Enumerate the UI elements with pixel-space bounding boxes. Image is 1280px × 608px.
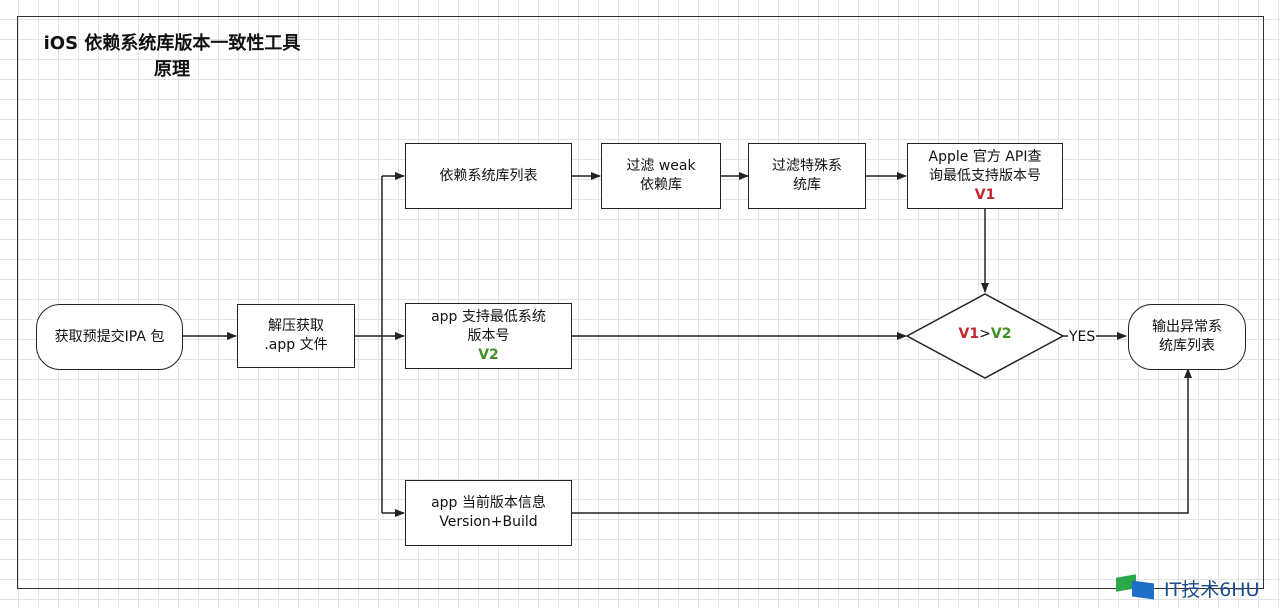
node-unzip-app: 解压获取 .app 文件: [237, 304, 355, 368]
node-dep-list-label: 依赖系统库列表: [439, 167, 538, 184]
decision-diamond: [905, 293, 1065, 379]
node-filter-weak-line-1: 过滤 weak: [626, 158, 696, 174]
node-get-ipa: 获取预提交IPA 包: [36, 304, 183, 370]
node-current-version-line-2: Version+Build: [439, 514, 538, 530]
watermark-text: IT技术6HU: [1164, 578, 1260, 601]
diagram-frame: [17, 16, 1264, 589]
node-output: 输出异常系 统库列表: [1128, 304, 1246, 370]
edge-label-yes: YES: [1068, 328, 1097, 346]
node-filter-special-line-2: 统库: [793, 177, 821, 193]
node-output-line-1: 输出异常系: [1152, 319, 1222, 335]
node-min-version: app 支持最低系统 版本号 V2: [405, 303, 572, 369]
node-min-version-line-2: 版本号: [467, 327, 510, 344]
diagram-title: iOS 依赖系统库版本一致性工具 原理: [22, 31, 322, 83]
node-unzip-line-1: 解压获取: [268, 318, 324, 334]
node-min-version-line-1: app 支持最低系统: [431, 308, 546, 325]
decision-op: >: [979, 326, 991, 342]
node-filter-special-line-1: 过滤特殊系: [772, 158, 842, 174]
title-line-2: 原理: [154, 59, 190, 80]
title-line-1: iOS 依赖系统库版本一致性工具: [43, 33, 301, 54]
decision-right: V2: [990, 326, 1012, 342]
decision-label: V1>V2: [908, 324, 1062, 344]
node-output-line-2: 统库列表: [1159, 338, 1215, 354]
watermark-logo-icon: [1116, 574, 1158, 602]
node-apple-api-line-1: Apple 官方 API查: [928, 148, 1042, 165]
node-filter-special: 过滤特殊系 统库: [748, 143, 866, 209]
node-unzip-line-2: .app 文件: [264, 337, 328, 353]
node-current-version-line-1: app 当前版本信息: [431, 495, 546, 511]
node-dep-list: 依赖系统库列表: [405, 143, 572, 209]
node-apple-api: Apple 官方 API查 询最低支持版本号 V1: [907, 143, 1063, 209]
node-min-version-version: V2: [478, 346, 499, 363]
decision-left: V1: [958, 326, 980, 342]
watermark: IT技术6HU: [1116, 574, 1260, 602]
node-current-version: app 当前版本信息 Version+Build: [405, 480, 572, 546]
node-apple-api-line-2: 询最低支持版本号: [929, 167, 1041, 184]
arrow-current-version-to-output: [572, 368, 1192, 514]
node-apple-api-version: V1: [974, 186, 996, 203]
node-filter-weak-line-2: 依赖库: [640, 177, 682, 193]
node-get-ipa-label: 获取预提交IPA 包: [54, 328, 165, 345]
node-filter-weak: 过滤 weak 依赖库: [601, 143, 721, 209]
